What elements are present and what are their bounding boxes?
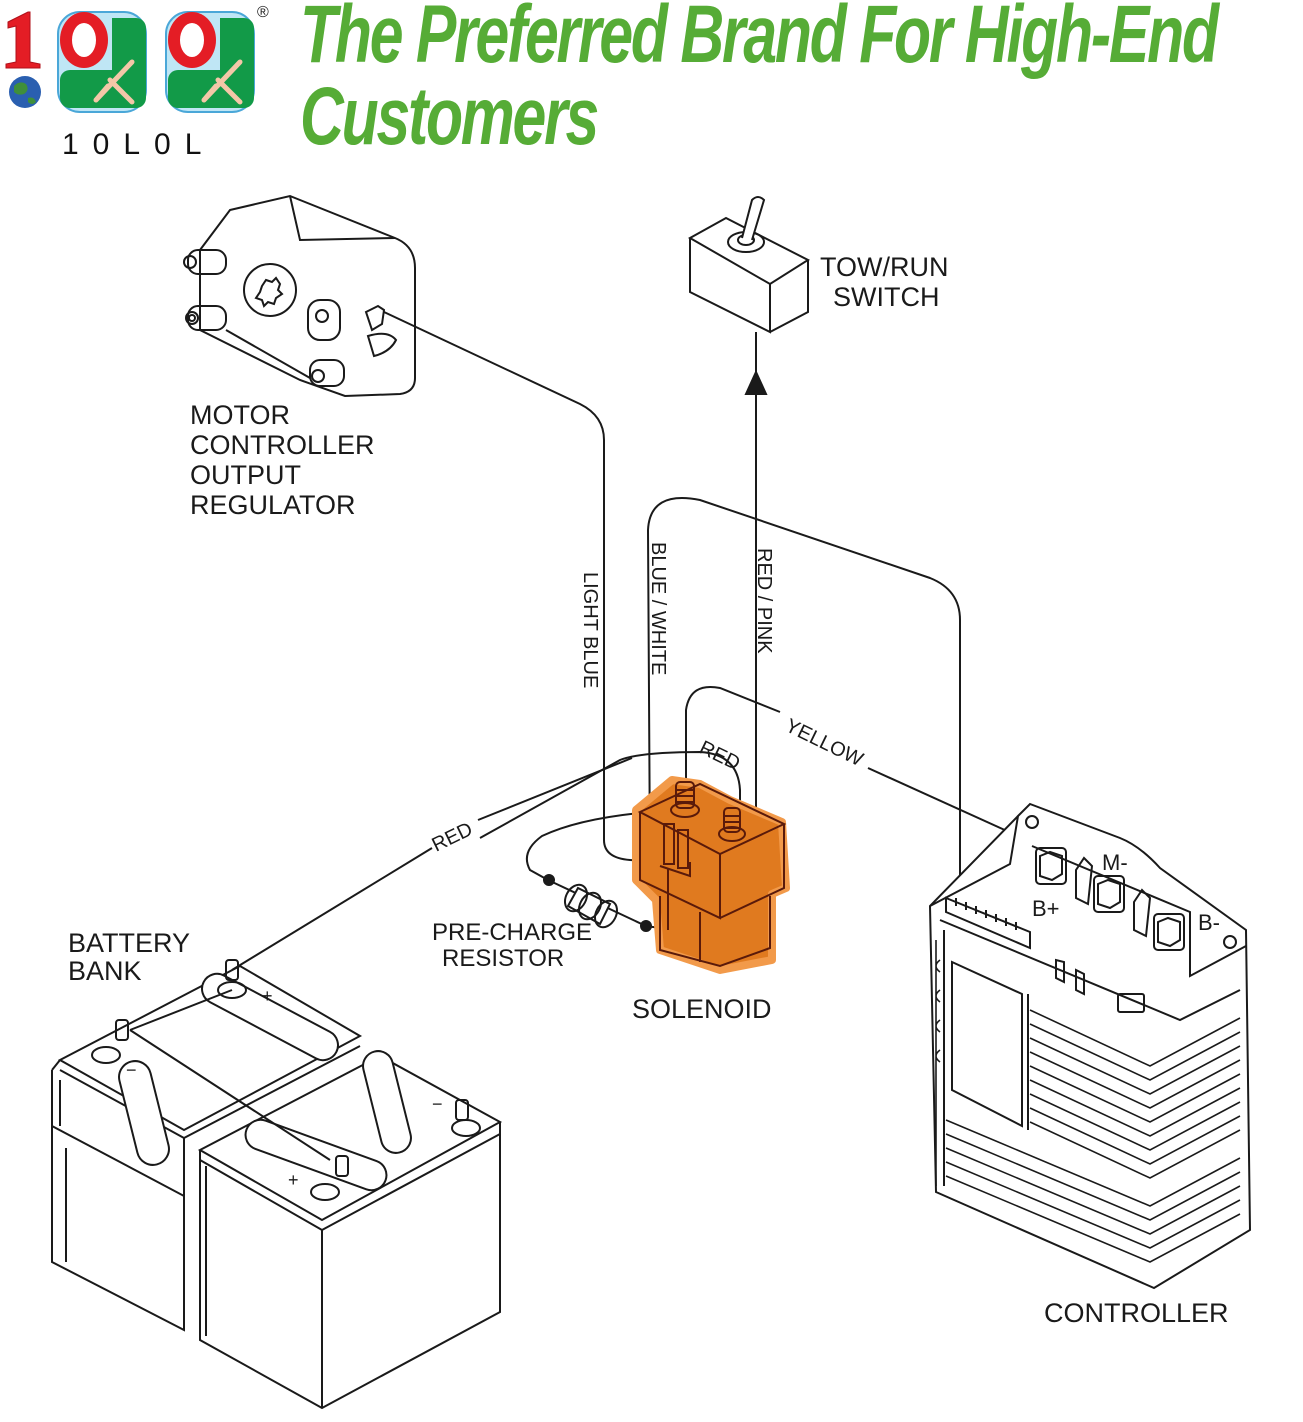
- brand-logo: ® 10L0L: [0, 0, 290, 170]
- wire-red-battery: [231, 847, 433, 971]
- svg-text:BATTERY: BATTERY: [68, 928, 190, 958]
- svg-text:MOTOR: MOTOR: [190, 400, 290, 430]
- battery-bank: [51, 959, 503, 1410]
- svg-text:RESISTOR: RESISTOR: [442, 945, 564, 972]
- solenoid-label: SOLENOID: [632, 994, 772, 1024]
- battery-plus-2: +: [288, 1170, 299, 1190]
- wire-yellow: [685, 686, 781, 790]
- wire-light-blue: [383, 311, 661, 863]
- label-red-top: RED: [696, 737, 744, 775]
- label-yellow: YELLOW: [782, 715, 867, 771]
- terminal-b-plus: B+: [1032, 896, 1060, 921]
- svg-text:TOW/RUN: TOW/RUN: [820, 252, 949, 282]
- terminal-m-minus: M-: [1102, 850, 1128, 875]
- battery-bank-label: BATTERY BANK: [68, 928, 190, 986]
- battery-minus-2: −: [432, 1094, 443, 1114]
- wire-red-top: [479, 750, 741, 839]
- svg-text:SOLENOID: SOLENOID: [632, 994, 772, 1024]
- tow-run-label: TOW/RUN SWITCH: [820, 252, 949, 312]
- pre-charge-label: PRE-CHARGE RESISTOR: [432, 919, 592, 972]
- controller-terminal-labels: B+ M- B-: [1032, 850, 1220, 935]
- headline-line-2: Customers: [300, 71, 599, 162]
- svg-text:OUTPUT: OUTPUT: [190, 460, 301, 490]
- controller: [928, 802, 1252, 1290]
- heatsink-fins: [935, 940, 1241, 1263]
- svg-text:CONTROLLER: CONTROLLER: [1044, 1298, 1229, 1328]
- solenoid: [632, 776, 790, 974]
- wire-pre-charge: [526, 805, 673, 881]
- motor-controller-label: MOTOR CONTROLLER OUTPUT REGULATOR: [190, 400, 375, 520]
- logo-caption: 10L0L: [62, 128, 216, 161]
- tow-run-switch: [687, 196, 811, 334]
- pre-charge-resistor: [563, 883, 619, 929]
- label-red-battery: RED: [429, 818, 477, 856]
- svg-text:REGULATOR: REGULATOR: [190, 490, 356, 520]
- svg-text:BANK: BANK: [68, 956, 142, 986]
- label-blue-white: BLUE / WHITE: [647, 542, 669, 675]
- junction-dot: [543, 874, 555, 886]
- battery-minus-1: −: [126, 1060, 137, 1080]
- junction-dot: [640, 920, 652, 932]
- arrow-up-icon: [744, 369, 768, 395]
- label-red-pink: RED / PINK: [753, 548, 775, 654]
- terminal-b-minus: B-: [1198, 910, 1220, 935]
- registered-mark: ®: [257, 4, 269, 21]
- logo-mark: [5, 11, 255, 113]
- svg-text:CONTROLLER: CONTROLLER: [190, 430, 375, 460]
- svg-text:PRE-CHARGE: PRE-CHARGE: [432, 919, 592, 946]
- battery-terminal-labels: + − − +: [126, 986, 443, 1190]
- battery-plus-1: +: [262, 986, 273, 1006]
- label-light-blue: LIGHT BLUE: [579, 572, 601, 688]
- svg-text:SWITCH: SWITCH: [833, 282, 939, 312]
- motor-controller-regulator: [183, 194, 416, 398]
- controller-label: CONTROLLER: [1044, 1298, 1229, 1328]
